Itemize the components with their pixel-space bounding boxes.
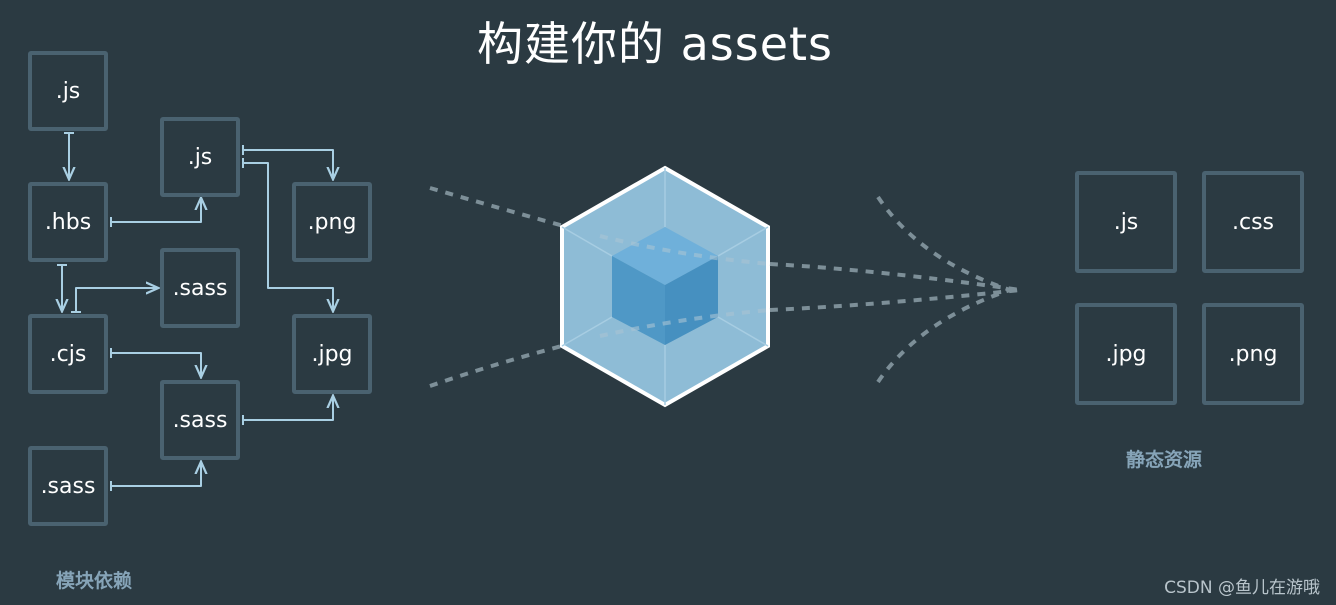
- page-title: 构建你的 assets: [476, 17, 834, 71]
- output-stream-lines: [769, 195, 1021, 384]
- module-png: .png: [292, 182, 372, 262]
- module-js-mid: .js: [160, 117, 240, 197]
- arrow-js-to-jpg: [243, 162, 333, 310]
- arrow-sass-bottom-to-sass-mid: [111, 463, 201, 487]
- asset-css: .css: [1202, 171, 1304, 273]
- through-stream-lines: [599, 234, 771, 338]
- node-label: .png: [307, 209, 357, 235]
- node-label: .hbs: [44, 209, 92, 235]
- module-js-top: .js: [28, 51, 108, 131]
- arrow-js-to-png: [243, 149, 333, 178]
- module-sass-bottom: .sass: [28, 446, 108, 526]
- node-label: .js: [55, 78, 81, 104]
- node-label: .cjs: [49, 341, 87, 367]
- node-label: .js: [1113, 209, 1139, 235]
- static-assets-caption: 静态资源: [1126, 449, 1203, 471]
- module-cjs: .cjs: [28, 314, 108, 394]
- webpack-cube-icon: [560, 165, 770, 408]
- arrow-cjs-to-sass-top: [75, 288, 157, 312]
- input-stream-lines: [429, 186, 601, 388]
- node-label: .sass: [172, 407, 228, 433]
- dependency-arrows: [62, 133, 333, 487]
- module-dependencies-caption: 模块依赖: [56, 570, 133, 592]
- node-label: .jpg: [311, 341, 353, 367]
- node-label: .js: [187, 144, 213, 170]
- arrow-sass-to-jpg: [243, 397, 333, 421]
- watermark: CSDN @鱼儿在游哦: [1164, 578, 1320, 598]
- module-sass-mid: .sass: [160, 380, 240, 460]
- module-sass-top: .sass: [160, 248, 240, 328]
- arrow-hbs-to-js: [111, 199, 201, 223]
- arrow-origin-ticks: [57, 132, 244, 491]
- arrow-cjs-to-sass-mid: [111, 352, 201, 376]
- asset-jpg: .jpg: [1075, 303, 1177, 405]
- node-label: .css: [1231, 209, 1274, 235]
- module-jpg: .jpg: [292, 314, 372, 394]
- module-hbs: .hbs: [28, 182, 108, 262]
- asset-png: .png: [1202, 303, 1304, 405]
- node-label: .jpg: [1105, 341, 1147, 367]
- node-label: .sass: [40, 473, 96, 499]
- asset-js: .js: [1075, 171, 1177, 273]
- node-label: .png: [1228, 341, 1278, 367]
- node-label: .sass: [172, 275, 228, 301]
